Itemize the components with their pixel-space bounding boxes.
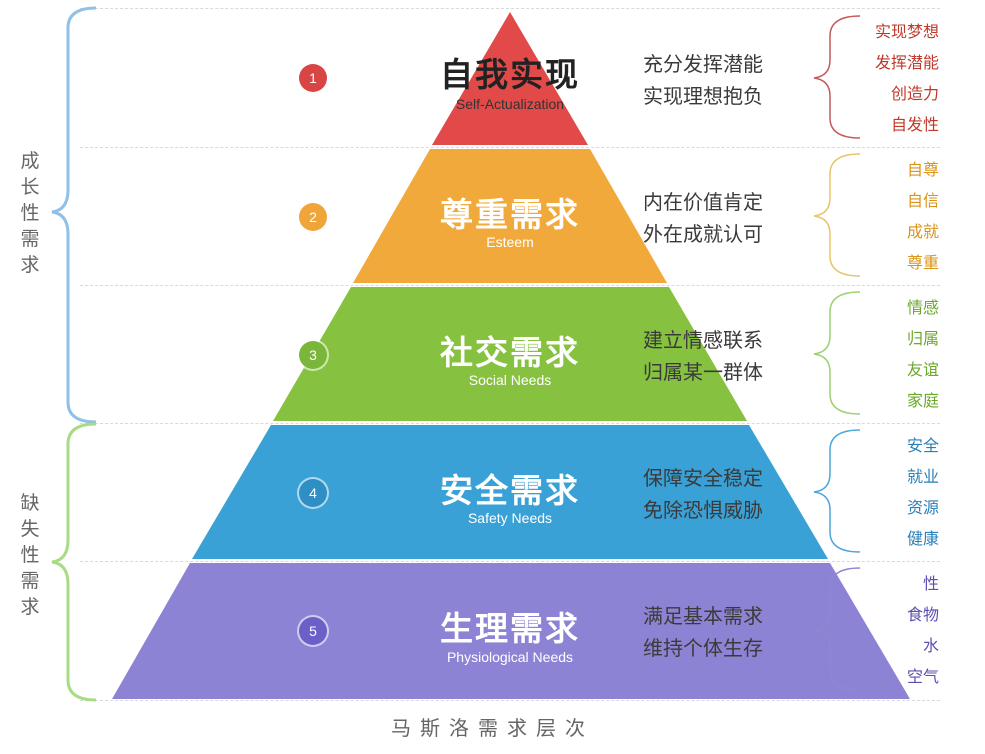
tier-keyword: 尊重	[906, 253, 939, 272]
tier-keyword: 友谊	[906, 360, 939, 379]
tier-description-line: 外在成就认可	[643, 222, 763, 246]
keyword-bracket-5	[813, 567, 861, 691]
tier-keyword-list: 安全 就业 资源 健康	[849, 430, 939, 554]
tier-keyword: 食物	[906, 605, 939, 624]
tier-description-line: 免除恐惧威胁	[643, 498, 763, 522]
tier-keyword: 自信	[906, 191, 939, 210]
tier-title: 自我实现	[440, 55, 580, 94]
tier-keyword: 家庭	[906, 391, 939, 410]
pyramid-tier-safety	[192, 425, 828, 559]
tier-keyword: 空气	[906, 667, 939, 686]
tier-keyword: 归属	[906, 329, 939, 348]
tier-keyword-list: 自尊 自信 成就 尊重	[849, 154, 939, 278]
pyramid-tier-physiological	[112, 563, 910, 699]
tier-title: 社交需求	[440, 333, 580, 372]
group-label-char: 性	[20, 202, 40, 224]
tier-description: 满足基本需求 维持个体生存	[643, 600, 793, 664]
keyword-bracket-4	[813, 429, 861, 553]
tier-number-badge: 1	[299, 64, 327, 92]
group-bracket-deficiency	[51, 422, 97, 702]
tier-divider	[80, 285, 940, 286]
tier-description-line: 内在价值肯定	[643, 190, 763, 214]
pyramid-tier-esteem	[353, 149, 667, 283]
pyramid-tier-social	[273, 287, 747, 421]
tier-description-line: 归属某一群体	[643, 360, 763, 384]
tier-subtitle: Safety Needs	[467, 510, 553, 526]
tier-keyword: 自尊	[906, 160, 939, 179]
tier-keyword: 创造力	[890, 84, 939, 103]
tier-description-line: 充分发挥潜能	[643, 52, 763, 76]
tier-description: 内在价值肯定 外在成就认可	[643, 186, 793, 250]
tier-keyword: 实现梦想	[874, 22, 939, 41]
group-label-char: 求	[20, 596, 40, 618]
keyword-bracket-3	[813, 291, 861, 415]
tier-title: 安全需求	[440, 471, 580, 510]
keyword-bracket-2	[813, 153, 861, 277]
tier-keyword: 水	[922, 636, 939, 655]
group-label-char: 性	[20, 544, 40, 566]
tier-number-badge: 5	[299, 617, 327, 645]
tier-divider	[80, 423, 940, 424]
group-label-char: 缺	[20, 492, 40, 514]
group-label-growth: 成长性需求	[18, 148, 42, 278]
tier-description-line: 建立情感联系	[643, 328, 763, 352]
tier-divider	[80, 147, 940, 148]
tier-divider	[80, 700, 940, 701]
tier-title: 尊重需求	[440, 195, 580, 234]
tier-subtitle: Esteem	[486, 234, 534, 250]
tier-description: 保障安全稳定 免除恐惧威胁	[643, 462, 793, 526]
tier-keyword-list: 情感 归属 友谊 家庭	[849, 292, 939, 416]
tier-title: 生理需求	[440, 609, 580, 648]
tier-subtitle: Self-Actualization	[455, 96, 565, 112]
tier-description: 建立情感联系 归属某一群体	[643, 324, 793, 388]
group-label-char: 失	[20, 518, 40, 540]
diagram-caption: 马斯洛需求层次	[391, 716, 594, 740]
tier-description-line: 满足基本需求	[643, 604, 763, 628]
group-label-char: 需	[20, 228, 40, 250]
tier-number-badge: 2	[299, 203, 327, 231]
tier-number-badge: 3	[299, 341, 327, 369]
group-label-deficiency: 缺失性需求	[18, 490, 42, 620]
tier-keyword: 健康	[906, 529, 939, 548]
tier-description: 充分发挥潜能 实现理想抱负	[643, 48, 793, 112]
group-label-char: 需	[20, 570, 40, 592]
pyramid-tier-self-actualization	[432, 12, 588, 145]
tier-keyword: 自发性	[890, 115, 939, 134]
tier-keyword-list: 性 食物 水 空气	[849, 568, 939, 692]
tier-keyword: 就业	[906, 467, 939, 486]
tier-subtitle: Social Needs	[468, 372, 552, 388]
tier-keyword: 安全	[906, 436, 939, 455]
group-label-char: 长	[20, 176, 40, 198]
tier-subtitle: Physiological Needs	[446, 649, 574, 665]
tier-keyword-list: 实现梦想 发挥潜能 创造力 自发性	[849, 16, 939, 140]
group-label-char: 求	[20, 254, 40, 276]
tier-divider	[80, 8, 940, 9]
tier-number-badge: 4	[299, 479, 327, 507]
tier-keyword: 性	[922, 574, 939, 593]
group-label-char: 成	[20, 150, 40, 172]
tier-keyword: 情感	[906, 298, 939, 317]
keyword-bracket-1	[813, 15, 861, 139]
tier-keyword: 资源	[906, 498, 939, 517]
tier-keyword: 发挥潜能	[874, 53, 939, 72]
tier-divider	[80, 561, 940, 562]
tier-description-line: 实现理想抱负	[643, 84, 763, 108]
tier-description-line: 保障安全稳定	[643, 466, 763, 490]
tier-description-line: 维持个体生存	[643, 636, 763, 660]
group-bracket-growth	[51, 6, 97, 424]
tier-keyword: 成就	[906, 222, 939, 241]
